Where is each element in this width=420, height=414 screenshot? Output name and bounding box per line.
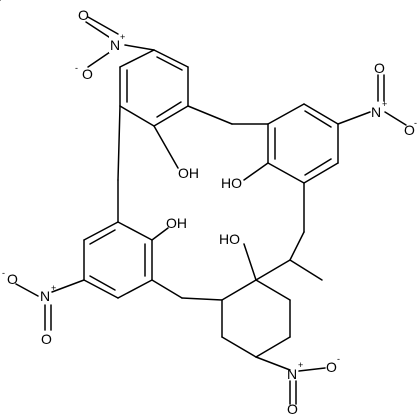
methylene-bridges [117, 105, 305, 301]
oh-right-label: HO [221, 175, 242, 191]
ring-right [267, 103, 339, 184]
nitro-top-o-double: O [78, 7, 89, 23]
oh-left-label: OH [166, 215, 187, 231]
nitro-right-n: N [371, 104, 381, 120]
nitro-left-n: N [40, 288, 50, 304]
nitro-bottom-n: N [287, 366, 297, 382]
nitro-top-o-single: O [82, 66, 93, 82]
nitro-bottom-o-double: O [287, 401, 298, 414]
nitro-bonds [15, 16, 407, 405]
nitro-bottom-o-single: O [326, 359, 337, 375]
nitro-bottom-n-charge: + [298, 360, 303, 370]
nitro-right-o-double: O [374, 60, 385, 76]
nitro-left-o-double: O [41, 331, 52, 347]
nitro-right-n-charge: + [382, 99, 387, 109]
nitro-right-o-single: O [404, 122, 415, 138]
nitro-top-o-charge: - [75, 63, 78, 73]
nitro-top-n: N [110, 37, 120, 53]
hydroxyl-labels: OH HO OH HO [166, 165, 242, 247]
nitro-top: N + O O - [75, 7, 125, 82]
nitro-left-o-charge: - [2, 268, 5, 278]
nitro-left: N + O O - [2, 268, 56, 347]
ring-left [83, 221, 153, 299]
oh-bottom-label: HO [219, 231, 240, 247]
oh-top-label: OH [178, 165, 199, 181]
nitro-right: N + O O - [371, 60, 417, 138]
hydroxyl-bonds [151, 125, 269, 281]
nitro-left-n-charge: + [51, 283, 56, 293]
nitro-top-n-charge: + [120, 32, 125, 42]
ring-top [119, 49, 189, 127]
nitro-left-o-single: O [7, 271, 18, 287]
nitro-bottom-o-charge: - [337, 354, 340, 364]
ring-bottom [221, 259, 323, 358]
nitro-bottom: N + O - O [287, 354, 340, 414]
nitro-right-o-charge: - [414, 118, 417, 128]
